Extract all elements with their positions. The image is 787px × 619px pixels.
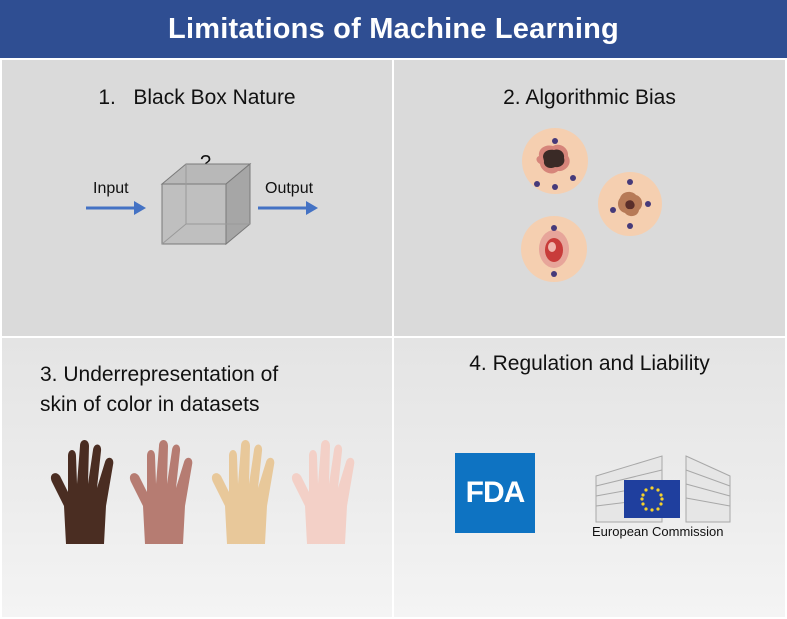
- medium-light-skin-hand-icon: [211, 440, 275, 544]
- lesion-large-icon: [522, 128, 588, 194]
- skin-title-line-1: 3. Underrepresentation of: [40, 363, 279, 386]
- algorithmic-bias-title: 2. Algorithmic Bias: [503, 86, 676, 109]
- panel-algorithmic-bias: 2. Algorithmic Bias: [394, 60, 785, 336]
- lesion-small-icon: [521, 216, 587, 282]
- medium-dark-skin-hand-icon: [129, 440, 193, 544]
- panel-black-box: 1. Black Box Nature Input Output ?: [2, 60, 392, 336]
- input-label: Input: [93, 180, 129, 197]
- black-box-diagram: [86, 162, 318, 246]
- regulation-title: 4. Regulation and Liability: [469, 352, 710, 375]
- fda-logo: FDA: [455, 453, 535, 533]
- input-arrow-icon: [86, 201, 146, 215]
- dark-skin-hand-icon: [50, 440, 114, 544]
- black-box-cube-icon: [160, 162, 252, 246]
- page-title: Limitations of Machine Learning: [168, 12, 619, 45]
- lesion-illustration: [521, 128, 662, 282]
- fda-logo-text: FDA: [465, 476, 526, 509]
- skin-title-line-2: skin of color in datasets: [40, 393, 260, 416]
- title-banner: Limitations of Machine Learning: [0, 0, 787, 58]
- panel-regulation: 4. Regulation and Liability FDA: [394, 338, 785, 617]
- output-arrow-icon: [258, 201, 318, 215]
- ec-caption: European Commission: [592, 524, 724, 539]
- panel-skin-of-color: 3. Underrepresentation of skin of color …: [2, 338, 392, 617]
- skin-of-color-title: 3. Underrepresentation of skin of color …: [40, 360, 278, 420]
- output-label: Output: [265, 180, 314, 197]
- light-skin-hand-icon: [291, 440, 355, 544]
- lesion-medium-icon: [598, 172, 662, 236]
- eu-flag-icon: [624, 480, 680, 518]
- black-box-title: 1. Black Box Nature: [98, 86, 296, 109]
- hands-illustration: [50, 440, 355, 544]
- european-commission-logo: [595, 455, 731, 523]
- question-mark: ?: [200, 152, 212, 174]
